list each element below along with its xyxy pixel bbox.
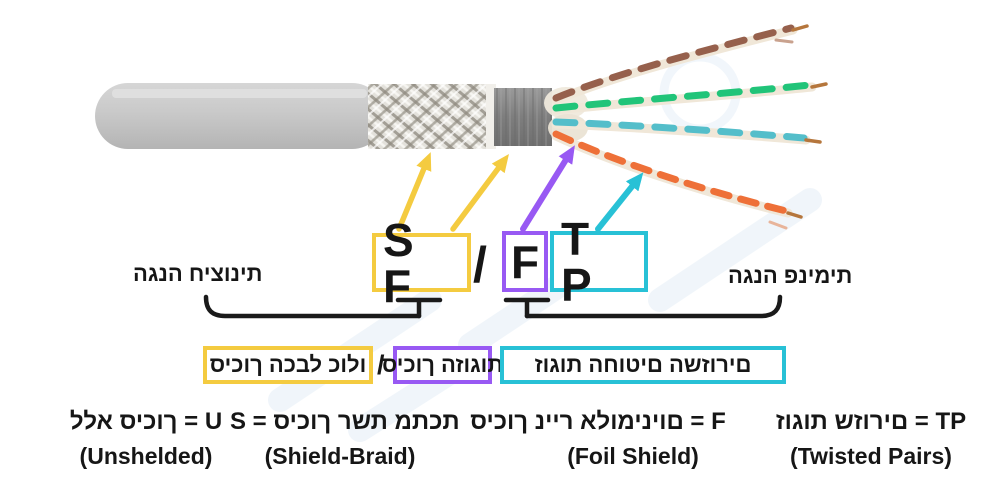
mid-label-cable-shield: סיכוך הכבל כולו [209, 352, 367, 377]
arrow-pairs [595, 172, 644, 232]
acronym-tp-letters: T P [561, 212, 599, 311]
legend-english-u: (Unshelded) [79, 443, 213, 469]
pair-brown [551, 24, 809, 105]
acronym-slash: / [473, 237, 487, 293]
legend-english-f: (Foil Shield) [567, 443, 699, 469]
acronym-box-f: F [502, 231, 548, 292]
cable-jacket [95, 83, 385, 149]
brace-internal [503, 294, 783, 319]
legend-entry-u: ללא סיכוך = U (Unshelded) [40, 408, 252, 470]
twisted-pairs [544, 24, 828, 230]
mid-slash: / [377, 350, 385, 380]
foil-shield [494, 88, 552, 146]
legend-term-u: ללא סיכוך = U [69, 408, 223, 435]
arrow-braid [396, 152, 432, 232]
acronym-box-sf: S F [372, 217, 471, 309]
braid-shield [368, 84, 496, 149]
legend-term-tp: זוגות שזורים = TP [775, 408, 967, 435]
mid-label-pair-shield: סיכוך הזוגות [381, 352, 504, 377]
legend-term-s: S = סיכוך רשת מתכת [230, 408, 460, 435]
brace-external [203, 294, 443, 319]
legend-entry-tp: זוגות שזורים = TP (Twisted Pairs) [748, 408, 994, 470]
mid-label-pair-shield-box: סיכוך הזוגות [382, 346, 503, 384]
mid-label-cable-shield-box: סיכוך הכבל כולו [203, 346, 373, 384]
arrow-foil [450, 153, 509, 232]
acronym-f-letter: F [510, 235, 540, 288]
label-external-protection: הגנה חיצונית [133, 261, 263, 286]
legend-english-s: (Shield-Braid) [264, 443, 416, 469]
pair-orange [551, 130, 803, 230]
mid-label-twisted-pairs-box: זוגות החוטים השזורים [500, 346, 786, 384]
label-internal-protection: הגנה פנימית [728, 263, 853, 288]
legend-entry-f: סיכוך נייר אלומיניום = F (Foil Shield) [468, 408, 728, 470]
braces [203, 294, 783, 319]
pair-teal [551, 118, 822, 145]
pair-green [551, 81, 828, 115]
legend-english-tp: (Twisted Pairs) [790, 443, 952, 469]
pointer-arrows [396, 145, 644, 232]
mid-label-twisted-pairs: זוגות החוטים השזורים [534, 352, 752, 377]
legend-entry-s: S = סיכוך רשת מתכת (Shield-Braid) [230, 408, 460, 470]
legend-term-f: סיכוך נייר אלומיניום = F [470, 408, 726, 435]
acronym-sf-letters: S F [383, 213, 421, 312]
arrow-pair-foil [520, 145, 575, 232]
acronym-box-tp: T P [550, 216, 648, 308]
